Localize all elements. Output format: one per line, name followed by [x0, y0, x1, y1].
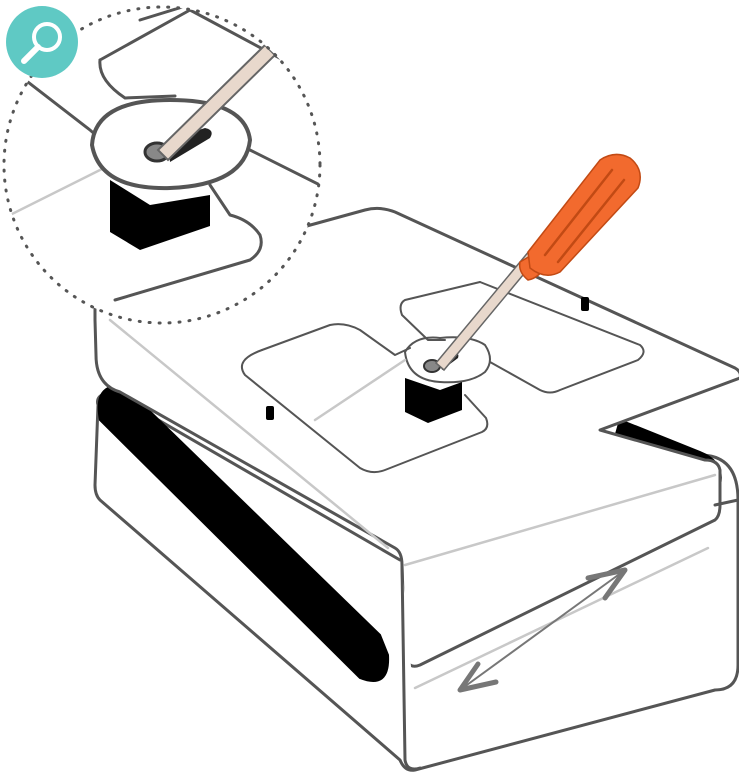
screwdriver — [434, 153, 641, 372]
slot-mark-left — [266, 406, 274, 420]
zoom-detail — [2, 5, 322, 325]
upper-shell — [93, 206, 739, 771]
slide-direction-arrow — [457, 567, 628, 693]
mount-block — [405, 378, 462, 423]
slot-mark-right — [581, 297, 589, 311]
lid-panels — [240, 281, 645, 474]
magnifier-icon — [6, 6, 78, 78]
